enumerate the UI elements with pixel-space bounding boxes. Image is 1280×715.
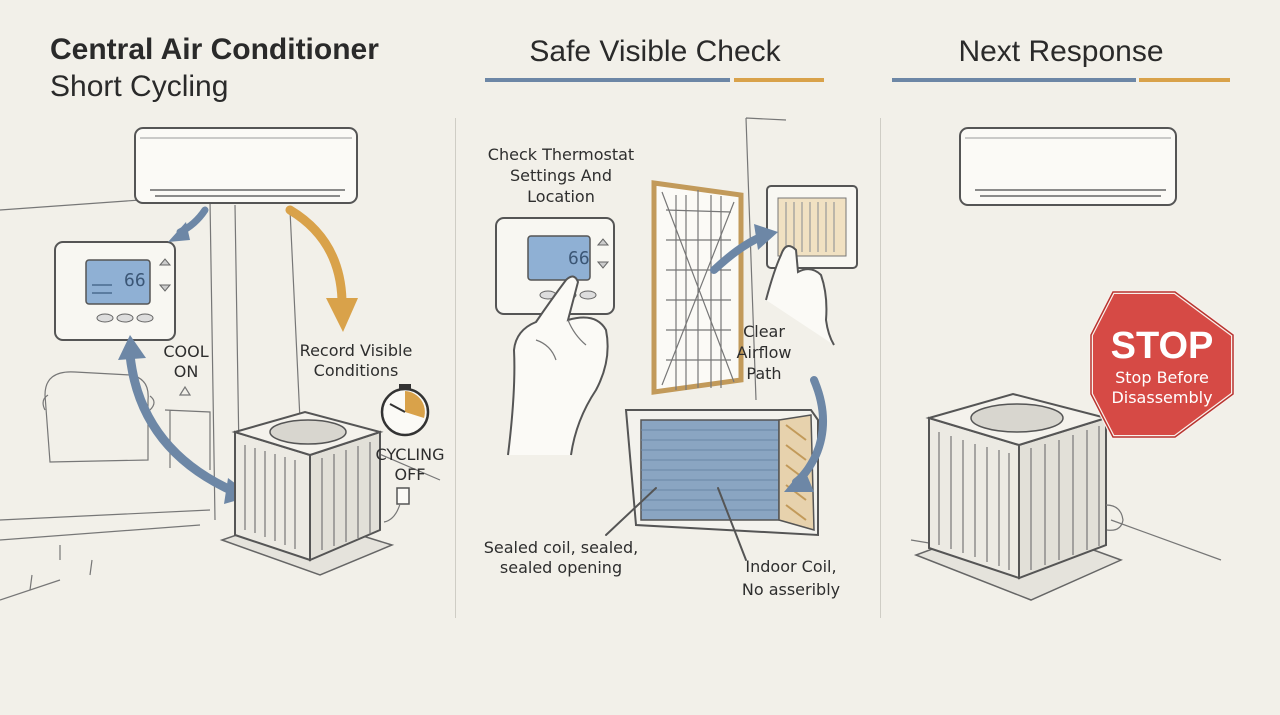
- panel3-illustration: [910, 127, 1235, 601]
- panel3-title-underline-orange: [1139, 78, 1230, 82]
- panel-short-cycling: Central Air Conditioner Short Cycling: [0, 0, 455, 715]
- timer-icon: [380, 384, 430, 437]
- hand-icon: [765, 245, 835, 346]
- blue-arrow-icon: [710, 224, 778, 274]
- indoor-coil-label-line2: No asseribly: [741, 580, 841, 599]
- wall-ac-unit-icon: [134, 127, 358, 204]
- room-walls: [0, 199, 441, 601]
- panel3-title: Next Response: [958, 35, 1164, 68]
- clear-airflow-label-line2: Airflow: [736, 343, 792, 362]
- panel1-illustration: [0, 127, 441, 601]
- power-outlet-icon: [383, 487, 410, 523]
- orange-arrow-icon: [285, 205, 358, 332]
- panel1-title-light: Short Cycling: [50, 70, 229, 103]
- clear-airflow-label-line3: Path: [746, 364, 782, 383]
- panel2-title: Safe Visible Check: [529, 35, 781, 68]
- blue-arrow-icon: [168, 206, 209, 242]
- panel-next-response: Next Response STOP Stop Before: [881, 0, 1280, 715]
- off-label: OFF: [394, 465, 426, 484]
- wall-ac-unit-icon: [959, 127, 1177, 206]
- cycling-label: CYCLING: [375, 445, 445, 464]
- indoor-pointer-line: [717, 487, 747, 561]
- thermostat-display-text: 66: [568, 248, 590, 269]
- panel2-title-underline-orange: [734, 78, 824, 82]
- thermostat-display-text: 66: [124, 270, 146, 291]
- sealed-coil-label-line1: Sealed coil, sealed,: [483, 538, 639, 557]
- outdoor-condenser-icon: [219, 410, 395, 576]
- check-thermostat-label-line3: Location: [527, 187, 595, 206]
- sofa-icon: [42, 371, 211, 470]
- sealed-coil-label-line2: sealed opening: [499, 558, 623, 577]
- stop-label-line1: Stop Before: [1115, 368, 1209, 387]
- panel3-title-underline-blue: [892, 78, 1136, 82]
- indoor-coil-label-line1: Indoor Coil,: [745, 557, 837, 576]
- air-filter-icon: [651, 180, 744, 395]
- panel2-title-underline-blue: [485, 78, 730, 82]
- stop-word: STOP: [1110, 325, 1214, 367]
- record-conditions-label-line1: Record Visible: [299, 341, 413, 360]
- on-label: ON: [173, 362, 199, 381]
- blue-arrow-icon: [784, 376, 828, 492]
- check-thermostat-label-line2: Settings And: [510, 166, 612, 185]
- panel-divider-2: [880, 118, 881, 618]
- panel-divider-1: [455, 118, 456, 618]
- panel-safe-visible-check: Safe Visible Check: [456, 0, 880, 715]
- hand-icon: [507, 275, 609, 456]
- cool-label: COOL: [163, 342, 209, 361]
- panel1-title-bold: Central Air Conditioner: [50, 33, 379, 66]
- panel2-illustration: [495, 117, 858, 561]
- stop-sign-icon: [1089, 290, 1235, 439]
- indoor-coil-icon: [624, 409, 819, 537]
- thermostat-icon: [54, 241, 176, 341]
- stop-label-line2: Disassembly: [1111, 388, 1213, 407]
- sealed-pointer-line: [605, 487, 657, 536]
- check-thermostat-label-line1: Check Thermostat: [487, 145, 635, 164]
- clear-airflow-label-line1: Clear: [743, 322, 785, 341]
- record-conditions-label-line2: Conditions: [313, 361, 399, 380]
- outdoor-condenser-icon: [913, 392, 1124, 601]
